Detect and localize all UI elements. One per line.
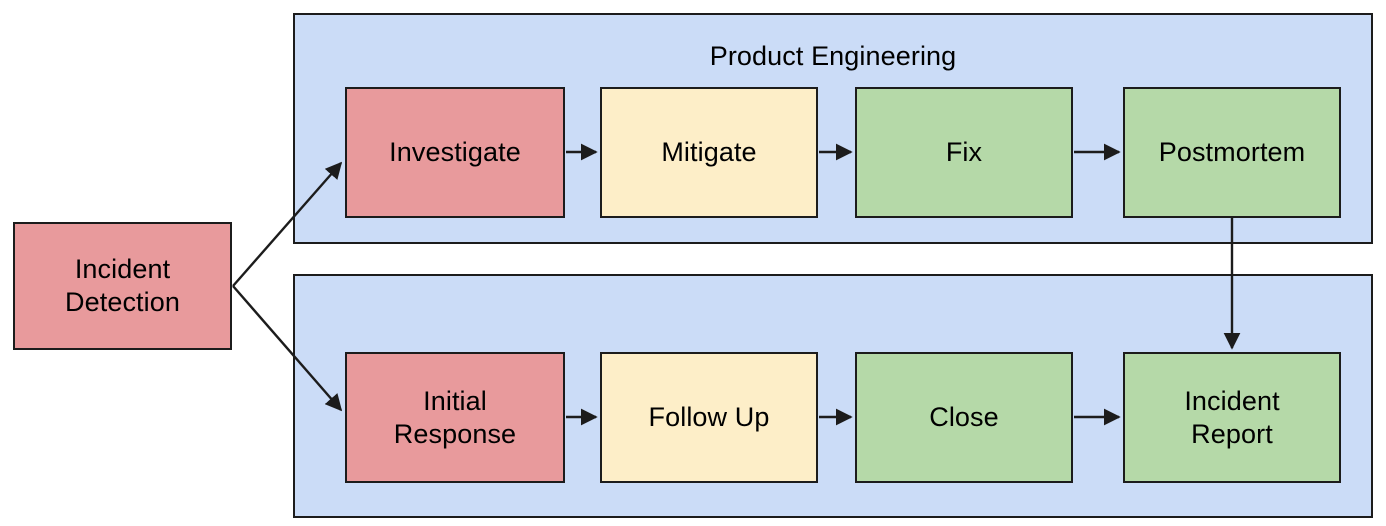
node-initial-response[interactable]: Initial Response [345, 352, 565, 483]
node-investigate[interactable]: Investigate [345, 87, 565, 218]
node-close[interactable]: Close [855, 352, 1073, 483]
node-incident-detection[interactable]: Incident Detection [13, 222, 232, 350]
node-mitigate[interactable]: Mitigate [600, 87, 818, 218]
node-incident-report[interactable]: Incident Report [1123, 352, 1341, 483]
node-follow-up[interactable]: Follow Up [600, 352, 818, 483]
node-fix[interactable]: Fix [855, 87, 1073, 218]
node-postmortem[interactable]: Postmortem [1123, 87, 1341, 218]
swimlane-title-product-engineering: Product Engineering [709, 41, 957, 71]
